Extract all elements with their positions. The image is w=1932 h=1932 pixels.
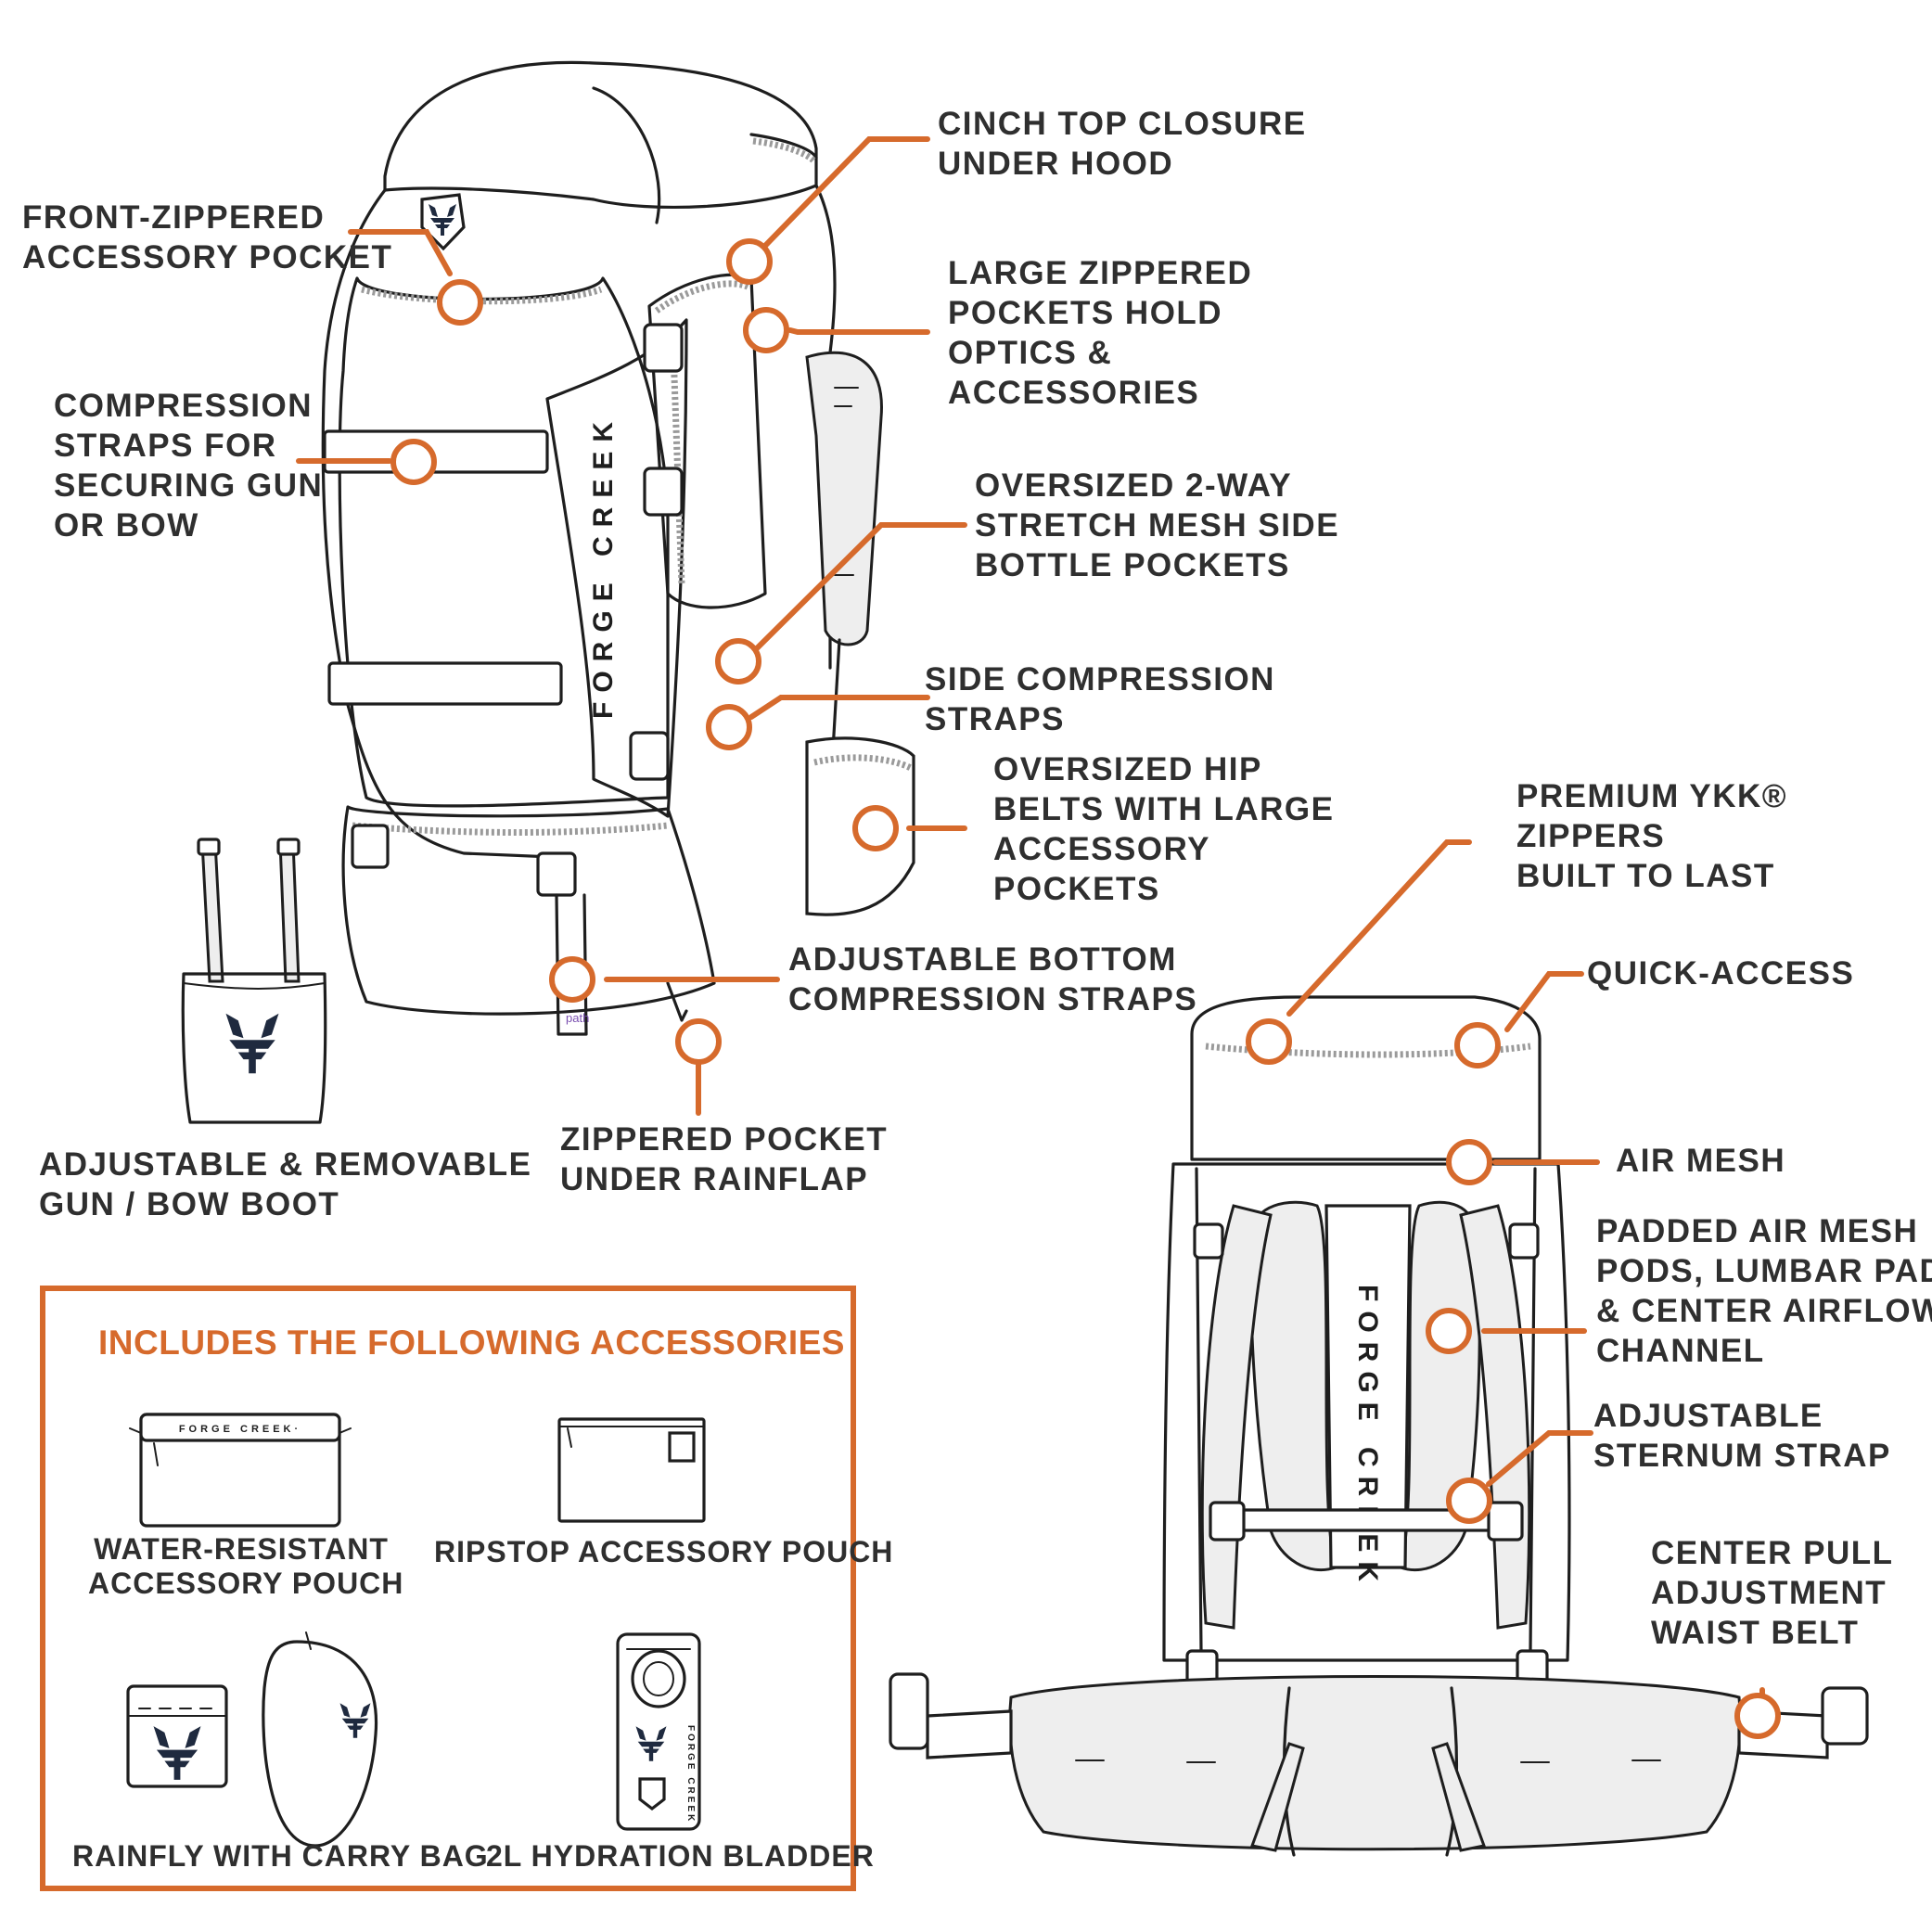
callout-line: STRETCH MESH SIDE <box>975 507 1340 544</box>
callout-front-zip: FRONT-ZIPPERED ACCESSORY POCKET <box>22 198 392 277</box>
callout-line: AIR MESH <box>1616 1143 1786 1179</box>
callout-line: STRAPS FOR <box>54 428 277 464</box>
rainfly-bag-icon <box>126 1631 378 1848</box>
callout-line: WAIST BELT <box>1651 1615 1860 1651</box>
callout-line: CINCH TOP CLOSURE <box>938 106 1307 142</box>
callout-line: ADJUSTMENT <box>1651 1575 1887 1611</box>
marker-padded <box>1426 1308 1472 1354</box>
marker-quick-access <box>1454 1022 1501 1068</box>
callout-mesh-side: OVERSIZED 2-WAY STRETCH MESH SIDE BOTTLE… <box>975 466 1339 585</box>
bladder-brand-print: FORGE CREEK <box>685 1725 696 1823</box>
caption-bladder: 2L HYDRATION BLADDER <box>486 1839 875 1874</box>
callout-line: & CENTER AIRFLOW <box>1596 1293 1932 1329</box>
callout-line: COMPRESSION <box>54 388 313 424</box>
accessories-title: INCLUDES THE FOLLOWING ACCESSORIES <box>98 1324 845 1362</box>
callout-line: SIDE COMPRESSION <box>925 661 1275 697</box>
callout-line: PODS, LUMBAR PAD, <box>1596 1253 1932 1289</box>
hydration-bladder-icon: FORGE CREEK <box>616 1632 701 1831</box>
callout-line: FRONT-ZIPPERED <box>22 199 326 236</box>
accessories-box <box>40 1286 856 1891</box>
callout-line: OPTICS & <box>948 335 1113 371</box>
pack-brand-print: FORGE CREEK <box>588 413 619 719</box>
caption-line: ACCESSORY POUCH <box>88 1567 404 1600</box>
marker-front-zip <box>437 279 483 326</box>
callout-boot: ADJUSTABLE & REMOVABLE GUN / BOW BOOT <box>39 1145 531 1224</box>
front-backpack-illustration: FORGE CREEK path <box>321 60 915 1036</box>
callout-line: LARGE ZIPPERED <box>948 255 1253 291</box>
callout-line: STRAPS <box>925 701 1065 737</box>
callout-line: UNDER RAINFLAP <box>560 1161 869 1197</box>
callout-large-zip: LARGE ZIPPERED POCKETS HOLD OPTICS & ACC… <box>948 253 1252 413</box>
callout-sternum: ADJUSTABLE STERNUM STRAP <box>1593 1396 1891 1476</box>
callout-line: OR BOW <box>54 507 199 544</box>
marker-compression <box>390 439 437 485</box>
callout-line: OVERSIZED HIP <box>993 751 1262 787</box>
caption-rainfly: RAINFLY WITH CARRY BAG <box>72 1839 489 1874</box>
caption-line: RIPSTOP ACCESSORY POUCH <box>434 1535 894 1568</box>
callout-air-mesh: AIR MESH <box>1616 1141 1785 1181</box>
caption-line: 2L HYDRATION BLADDER <box>486 1839 875 1873</box>
callout-line: ADJUSTABLE <box>1593 1398 1823 1434</box>
callout-line: COMPRESSION STRAPS <box>788 981 1198 1017</box>
marker-mesh-side <box>715 638 761 685</box>
callout-line: GUN / BOW BOOT <box>39 1186 340 1222</box>
marker-air-mesh <box>1446 1139 1492 1185</box>
callout-line: STERNUM STRAP <box>1593 1438 1891 1474</box>
callout-line: POCKETS HOLD <box>948 295 1223 331</box>
marker-bottom-comp <box>549 956 595 1003</box>
callout-hip-belts: OVERSIZED HIP BELTS WITH LARGE ACCESSORY… <box>993 749 1335 909</box>
callout-line: BUILT TO LAST <box>1516 858 1775 894</box>
callout-line: BOTTLE POCKETS <box>975 547 1290 583</box>
callout-leaders <box>296 136 1765 1728</box>
callout-line: SECURING GUN <box>54 467 324 504</box>
callout-side-comp: SIDE COMPRESSION STRAPS <box>925 659 1275 739</box>
callout-quick-access: QUICK-ACCESS <box>1587 953 1854 993</box>
back-backpack-illustration: FORGE CREEK <box>889 995 1869 1857</box>
callout-line: POCKETS <box>993 871 1160 907</box>
callout-line: ZIPPERS <box>1516 818 1666 854</box>
water-resistant-pouch-icon: FORGE CREEK· <box>129 1413 352 1528</box>
pouch-brand-print: FORGE CREEK· <box>179 1424 301 1435</box>
callout-ykk: PREMIUM YKK® ZIPPERS BUILT TO LAST <box>1516 776 1787 896</box>
callout-line: QUICK-ACCESS <box>1587 955 1855 992</box>
callout-line: OVERSIZED 2-WAY <box>975 467 1293 504</box>
callout-bottom-comp: ADJUSTABLE BOTTOM COMPRESSION STRAPS <box>788 940 1197 1019</box>
callout-line: PADDED AIR MESH <box>1596 1213 1919 1249</box>
marker-large-zip <box>743 307 789 353</box>
caption-line: WATER-RESISTANT <box>94 1532 389 1566</box>
callout-padded: PADDED AIR MESH PODS, LUMBAR PAD, & CENT… <box>1596 1211 1932 1371</box>
callout-line: CHANNEL <box>1596 1333 1765 1369</box>
callout-line: ACCESSORY POCKET <box>22 239 393 275</box>
callout-line: ACCESSORY <box>993 831 1210 867</box>
marker-sternum <box>1446 1478 1492 1524</box>
callout-line: BELTS WITH LARGE <box>993 791 1335 827</box>
ripstop-pouch-icon <box>557 1417 706 1523</box>
callout-waist: CENTER PULL ADJUSTMENT WAIST BELT <box>1651 1533 1894 1653</box>
marker-ykk <box>1246 1018 1292 1065</box>
callout-cinch-top: CINCH TOP CLOSURE UNDER HOOD <box>938 104 1307 184</box>
callout-rainflap: ZIPPERED POCKET UNDER RAINFLAP <box>560 1120 888 1199</box>
back-brand-print: FORGE CREEK <box>1352 1285 1383 1591</box>
callout-line: ACCESSORIES <box>948 375 1200 411</box>
callout-line: PREMIUM YKK® <box>1516 778 1788 814</box>
callout-line: CENTER PULL <box>1651 1535 1894 1571</box>
marker-rainflap <box>675 1018 722 1065</box>
buckle-tag: path <box>566 1011 589 1025</box>
caption-ripstop-pouch: RIPSTOP ACCESSORY POUCH <box>434 1535 893 1569</box>
marker-cinch-top <box>726 238 773 285</box>
caption-line: RAINFLY WITH CARRY BAG <box>72 1839 489 1873</box>
marker-hip-belts <box>852 805 899 851</box>
callout-markers <box>390 238 1781 1739</box>
callout-line: ZIPPERED POCKET <box>560 1121 889 1158</box>
callout-compression: COMPRESSION STRAPS FOR SECURING GUN OR B… <box>54 386 323 545</box>
callout-line: ADJUSTABLE BOTTOM <box>788 941 1177 978</box>
marker-waist <box>1734 1693 1781 1739</box>
marker-side-comp <box>706 704 752 750</box>
callout-line: ADJUSTABLE & REMOVABLE <box>39 1146 532 1183</box>
gun-bow-boot-illustration <box>181 838 327 1124</box>
callout-line: UNDER HOOD <box>938 146 1174 182</box>
caption-water-pouch: WATER-RESISTANT ACCESSORY POUCH <box>88 1532 404 1601</box>
